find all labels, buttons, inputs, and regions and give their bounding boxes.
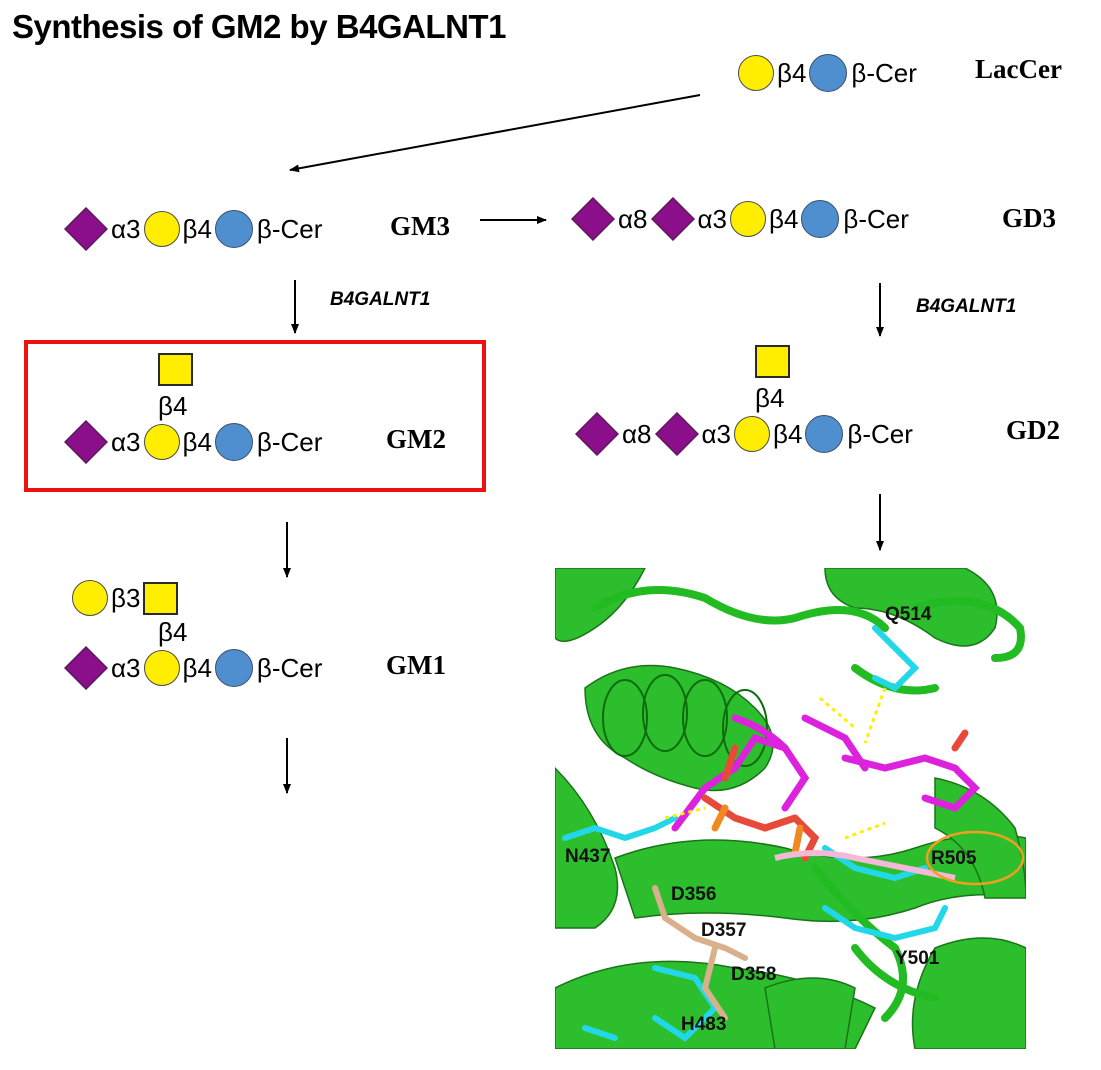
- residue-label: N437: [565, 846, 611, 867]
- linkage-label: β4: [773, 419, 803, 449]
- linkage-label: α3: [701, 419, 732, 449]
- sialic-acid-diamond-icon: [654, 412, 699, 456]
- glucose-circle-icon: [809, 54, 848, 92]
- residue-label: Q514: [885, 604, 932, 625]
- galactose-circle-icon: [738, 55, 774, 91]
- glucose-circle-icon: [214, 423, 253, 461]
- linkage-label: β4: [769, 204, 799, 234]
- linkage-label: α3: [111, 427, 141, 457]
- gm3-label: GM3: [390, 211, 450, 241]
- glucose-circle-icon: [214, 649, 253, 687]
- galnac-linkage-label: β4: [755, 383, 785, 413]
- galnac-linkage-label: β4: [158, 391, 188, 421]
- galactose-circle-icon: [143, 211, 180, 247]
- gd2-label: GD2: [1006, 415, 1060, 445]
- gm2-highlight-box: [24, 340, 486, 492]
- ceramide-label: β-Cer: [256, 652, 323, 683]
- linkage-label: α3: [111, 214, 141, 244]
- gm1-label: GM1: [386, 650, 446, 680]
- gd3-label: GD3: [1002, 203, 1056, 233]
- figure-title: Synthesis of GM2 by B4GALNT1: [12, 8, 506, 45]
- linkage-label: α3: [111, 653, 141, 683]
- galactose-circle-icon: [72, 580, 108, 616]
- residue-label: D358: [731, 964, 777, 985]
- sialic-acid-diamond-icon: [650, 197, 695, 241]
- galactose-circle-icon: [143, 424, 180, 460]
- linkage-label: α3: [697, 204, 728, 234]
- galnac-linkage-label: β4: [158, 617, 188, 647]
- glucose-circle-icon: [214, 210, 253, 248]
- gd2-glycan: α8 α3 β4 β-Cer: [575, 408, 913, 460]
- residue-label: H483: [681, 1014, 727, 1035]
- ceramide-label: β-Cer: [851, 57, 917, 88]
- gm1-glycan: α3 β4 β-Cer: [64, 642, 322, 694]
- gm2-glycan: α3 β4 β-Cer: [64, 416, 322, 468]
- galnac-square-icon: [143, 581, 179, 615]
- ceramide-label: β-Cer: [843, 203, 909, 234]
- laccer-label: LacCer: [975, 54, 1062, 84]
- linkage-label: β4: [182, 653, 212, 683]
- residue-label: Y501: [895, 948, 940, 969]
- enzyme-active-site-structure: Q514 N437 R505 D356 D357 D358 Y501 H483: [555, 568, 1026, 1049]
- linkage-label: α8: [622, 419, 652, 449]
- protein-cartoon-image: [555, 568, 1026, 1049]
- gd3-glycan: α8 α3 β4 β-Cer: [571, 193, 909, 245]
- galactose-circle-icon: [143, 650, 180, 686]
- sialic-acid-diamond-icon: [575, 412, 619, 456]
- galactose-circle-icon: [734, 416, 770, 452]
- sialic-acid-diamond-icon: [64, 646, 108, 690]
- laccer-glycan: β4 β-Cer: [738, 47, 917, 99]
- residue-label: R505: [931, 848, 977, 869]
- glucose-circle-icon: [801, 200, 840, 238]
- sialic-acid-diamond-icon: [64, 420, 108, 464]
- glucose-circle-icon: [805, 415, 844, 453]
- sialic-acid-diamond-icon: [64, 207, 108, 251]
- linkage-label: β4: [182, 427, 212, 457]
- galactose-circle-icon: [730, 201, 766, 237]
- ceramide-label: β-Cer: [847, 418, 913, 449]
- enzyme-label-left: B4GALNT1: [330, 289, 431, 310]
- sialic-acid-diamond-icon: [571, 197, 615, 241]
- linkage-label: α8: [618, 204, 648, 234]
- ceramide-label: β-Cer: [256, 426, 323, 457]
- galnac-square-icon: [158, 353, 193, 386]
- gm3-glycan: α3 β4 β-Cer: [64, 203, 322, 255]
- residue-label: D356: [671, 884, 717, 905]
- linkage-label: β3: [111, 583, 141, 613]
- gm2-label: GM2: [386, 424, 446, 454]
- ceramide-label: β-Cer: [256, 213, 323, 244]
- linkage-label: β4: [777, 58, 807, 88]
- residue-label: D357: [701, 920, 747, 941]
- gm1-branch-glycan: β3: [72, 572, 179, 624]
- linkage-label: β4: [182, 214, 212, 244]
- galnac-square-icon: [755, 345, 790, 378]
- enzyme-label-right: B4GALNT1: [916, 296, 1017, 317]
- arrow-laccer-to-gm3: [289, 94, 701, 173]
